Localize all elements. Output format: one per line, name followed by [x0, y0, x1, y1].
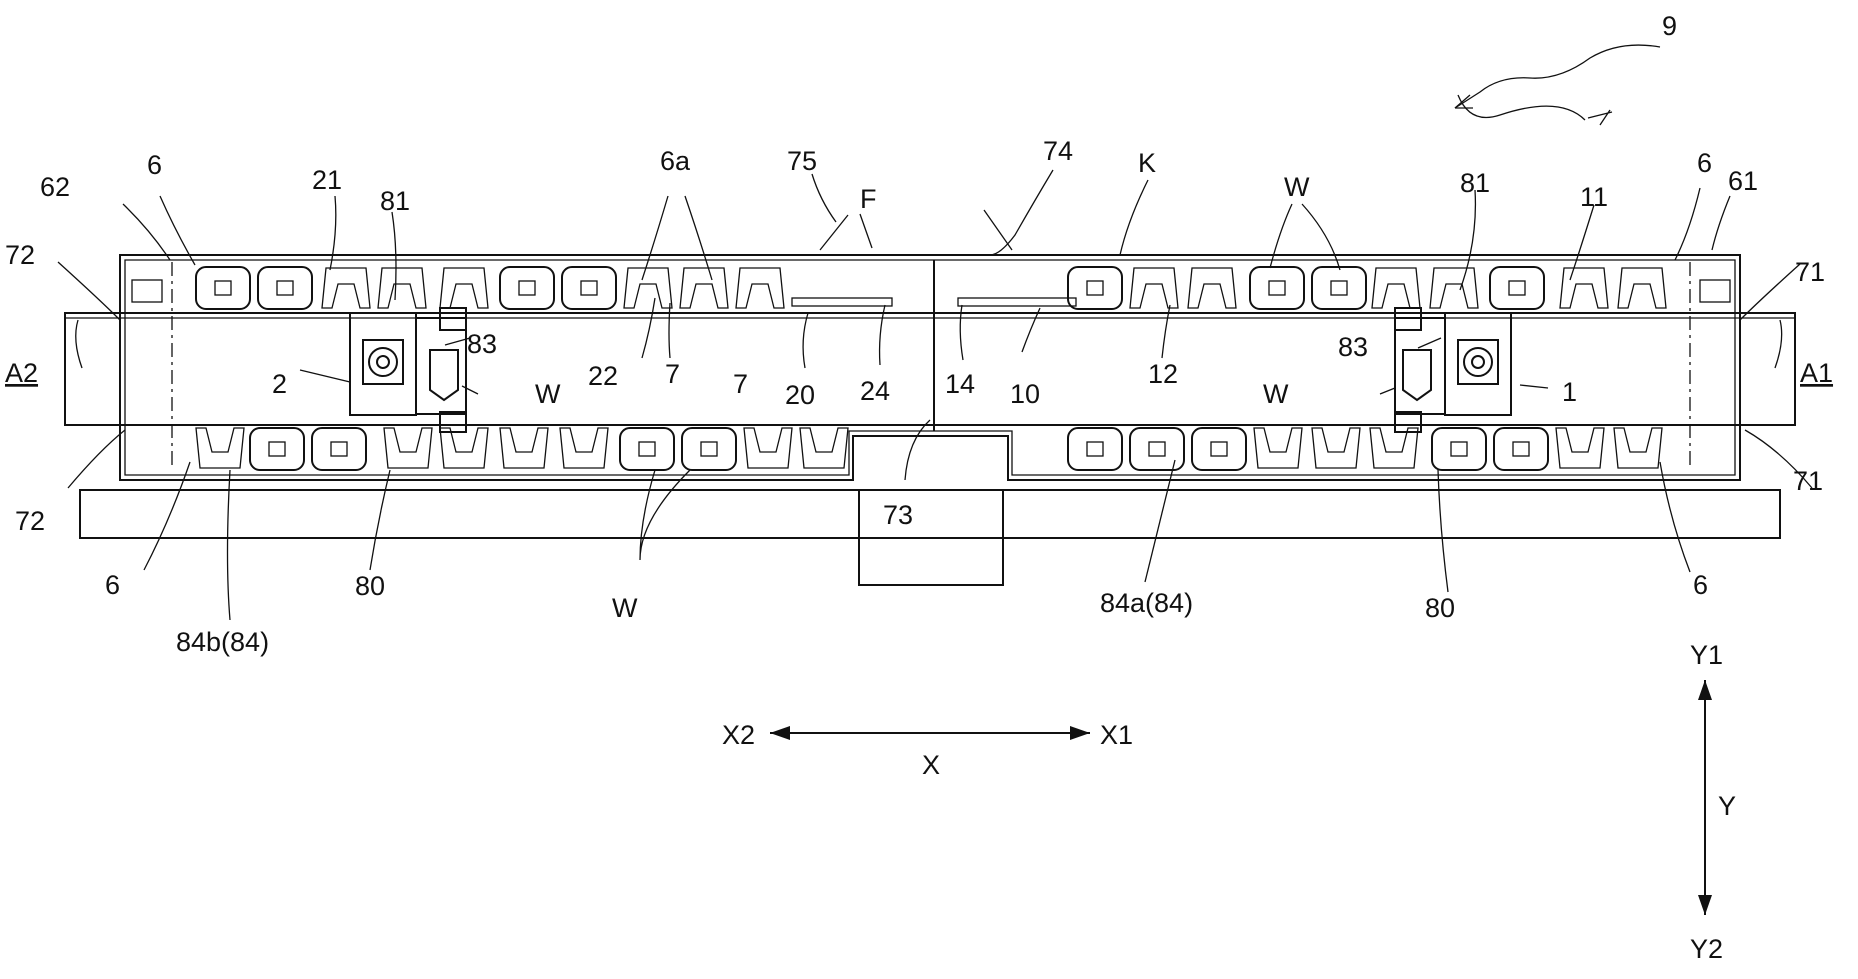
shelf-support — [378, 268, 426, 308]
axis-X1-label: X1 — [1100, 720, 1133, 750]
shelf-support — [1618, 268, 1666, 308]
reference-labels: 9 62 6 21 81 6a 75 F 74 K W 81 11 6 61 7… — [5, 11, 1833, 964]
shelf-support — [744, 428, 792, 468]
label-9: 9 — [1662, 11, 1677, 41]
label-81-right: 81 — [1460, 168, 1490, 198]
label-W-right: W — [1263, 379, 1289, 409]
label-71-top-right: 71 — [1795, 257, 1825, 287]
shelf-support — [800, 428, 848, 468]
label-2: 2 — [272, 369, 287, 399]
shelf-support — [1312, 428, 1360, 468]
workpiece-carrier — [196, 267, 250, 309]
shelf-support — [1188, 268, 1236, 308]
label-73: 73 — [883, 500, 913, 530]
label-75: 75 — [787, 146, 817, 176]
label-83-right: 83 — [1338, 332, 1368, 362]
shelf-support — [1560, 268, 1608, 308]
label-6-top-right: 6 — [1697, 148, 1712, 178]
axis-X2-label: X2 — [722, 720, 755, 750]
shelf-support — [196, 428, 244, 468]
label-71-bottom-right: 71 — [1793, 466, 1823, 496]
workpiece-carrier — [250, 428, 304, 470]
label-7-b: 7 — [733, 369, 748, 399]
label-W-bottom: W — [612, 593, 638, 623]
shelf-support — [1556, 428, 1604, 468]
workpiece-carrier — [682, 428, 736, 470]
shelf-support — [322, 268, 370, 308]
label-20: 20 — [785, 380, 815, 410]
workpiece-carrier — [1432, 428, 1486, 470]
label-10: 10 — [1010, 379, 1040, 409]
label-1: 1 — [1562, 377, 1577, 407]
transfer-robot-right — [1395, 308, 1511, 432]
axis-Y1-label: Y1 — [1690, 640, 1723, 670]
shelf-support — [384, 428, 432, 468]
axis-X-name: X — [922, 750, 940, 780]
label-21: 21 — [312, 165, 342, 195]
label-12: 12 — [1148, 359, 1178, 389]
label-A1: A1 — [1800, 358, 1833, 388]
shelf-support — [1130, 268, 1178, 308]
axis-Y-name: Y — [1718, 791, 1736, 821]
label-72-bottom-left: 72 — [15, 506, 45, 536]
shelf-support — [440, 428, 488, 468]
shelf-support — [500, 428, 548, 468]
label-K: K — [1138, 148, 1156, 178]
label-74: 74 — [1043, 136, 1073, 166]
workpiece-carrier — [1494, 428, 1548, 470]
workpiece-carrier — [1192, 428, 1246, 470]
axis-Y2-label: Y2 — [1690, 934, 1723, 964]
label-11: 11 — [1580, 182, 1608, 212]
label-W-left: W — [535, 379, 561, 409]
label-F: F — [860, 184, 877, 214]
label-80-left: 80 — [355, 571, 385, 601]
label-24: 24 — [860, 376, 890, 406]
workpiece-carrier — [1312, 267, 1366, 309]
shelf-support — [1614, 428, 1662, 468]
shelf-support — [440, 268, 488, 308]
label-7-a: 7 — [665, 359, 680, 389]
top-shelf-row — [196, 267, 1666, 309]
axis-arrows — [770, 680, 1712, 915]
label-W-top: W — [1284, 172, 1310, 202]
workpiece-carrier — [312, 428, 366, 470]
label-6-top-left: 6 — [147, 150, 162, 180]
label-14: 14 — [945, 369, 975, 399]
label-22: 22 — [588, 361, 618, 391]
label-A2: A2 — [5, 358, 38, 388]
label-83-left: 83 — [467, 329, 497, 359]
label-62: 62 — [40, 172, 70, 202]
shelf-support — [624, 268, 672, 308]
workpiece-carrier — [562, 267, 616, 309]
shelf-support — [1370, 428, 1418, 468]
shelf-support — [1254, 428, 1302, 468]
workpiece-carrier — [1130, 428, 1184, 470]
transfer-robot-left — [350, 308, 466, 432]
label-61: 61 — [1728, 166, 1758, 196]
floor-base — [80, 490, 1780, 585]
workpiece-carrier — [1250, 267, 1304, 309]
label-84b: 84b(84) — [176, 627, 269, 657]
shelf-support — [560, 428, 608, 468]
label-84a: 84a(84) — [1100, 588, 1193, 618]
label-6-bottom-right: 6 — [1693, 570, 1708, 600]
workpiece-carrier — [620, 428, 674, 470]
label-6-bottom-left: 6 — [105, 570, 120, 600]
workpiece-carrier — [500, 267, 554, 309]
shelf-support — [1372, 268, 1420, 308]
label-72-top-left: 72 — [5, 240, 35, 270]
shelf-support — [1430, 268, 1478, 308]
workpiece-carrier — [1490, 267, 1544, 309]
shelf-support — [736, 268, 784, 308]
workpiece-carrier — [1068, 428, 1122, 470]
bottom-shelf-row — [196, 428, 1662, 470]
label-6a: 6a — [660, 146, 691, 176]
label-81-left: 81 — [380, 186, 410, 216]
shelf-support — [680, 268, 728, 308]
label-80-right: 80 — [1425, 593, 1455, 623]
workpiece-carrier — [258, 267, 312, 309]
